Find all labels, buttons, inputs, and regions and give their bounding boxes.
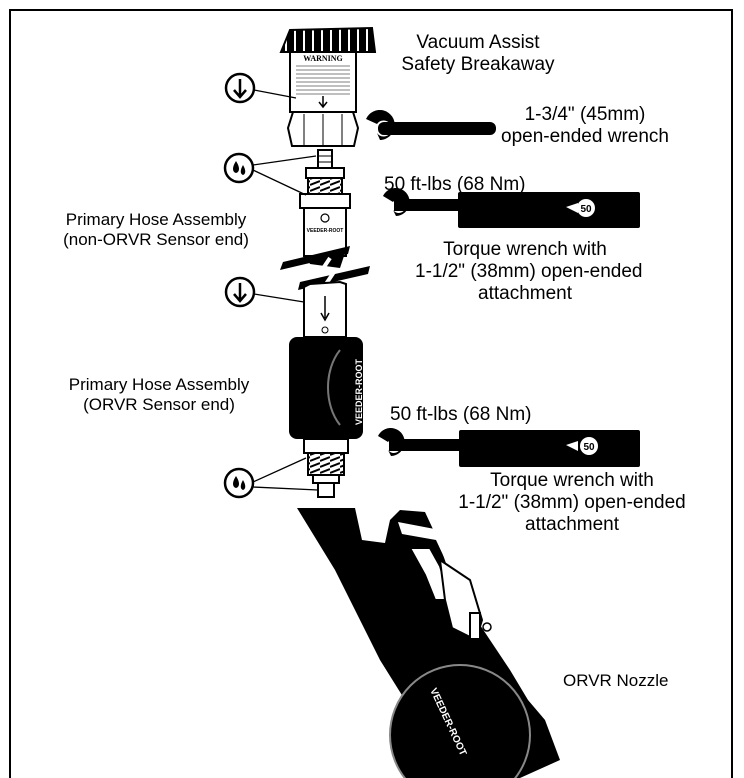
down-arrow-circle-icon — [224, 276, 305, 308]
hose-brand-label: VEEDER-ROOT — [307, 228, 344, 234]
sensor-brand-label: VEEDER-ROOT — [354, 358, 364, 425]
down-arrow-circle-icon — [224, 72, 297, 104]
nozzle-label: ORVR Nozzle — [563, 671, 669, 690]
drop-circle-icon — [223, 152, 317, 196]
torque-value-label: 50 ft-lbs (68 Nm) — [384, 174, 526, 195]
lower-hose-section — [303, 280, 347, 338]
torque-wrench-label: Torque wrench with 1-1/2" (38mm) open-en… — [415, 239, 643, 304]
orvr-sensor-body: VEEDER-ROOT — [289, 337, 364, 498]
open-ended-wrench — [366, 110, 496, 140]
diagram-border — [9, 9, 733, 778]
drop-circle-icon — [223, 457, 319, 499]
torque-wrench: 50 — [383, 188, 640, 228]
upper-fitting: VEEDER-ROOT — [299, 149, 351, 268]
hose-non-orvr-label: Primary Hose Assembly (non-ORVR Sensor e… — [63, 210, 249, 249]
torque-value-label: 50 ft-lbs (68 Nm) — [390, 404, 532, 425]
torque-dial-value: 50 — [580, 204, 592, 215]
breakaway-unit: WARNING — [279, 26, 377, 147]
breakaway-label: Vacuum Assist Safety Breakaway — [401, 32, 555, 75]
wrench-label: 1-3/4" (45mm) open-ended wrench — [501, 104, 669, 147]
orvr-nozzle: VEEDER-ROOT — [297, 508, 560, 778]
torque-wrench-label: Torque wrench with 1-1/2" (38mm) open-en… — [458, 470, 686, 535]
torque-wrench: 50 — [378, 428, 640, 467]
torque-dial-value: 50 — [583, 442, 595, 453]
warning-label-title: WARNING — [303, 54, 343, 63]
hose-orvr-label: Primary Hose Assembly (ORVR Sensor end) — [68, 375, 250, 414]
